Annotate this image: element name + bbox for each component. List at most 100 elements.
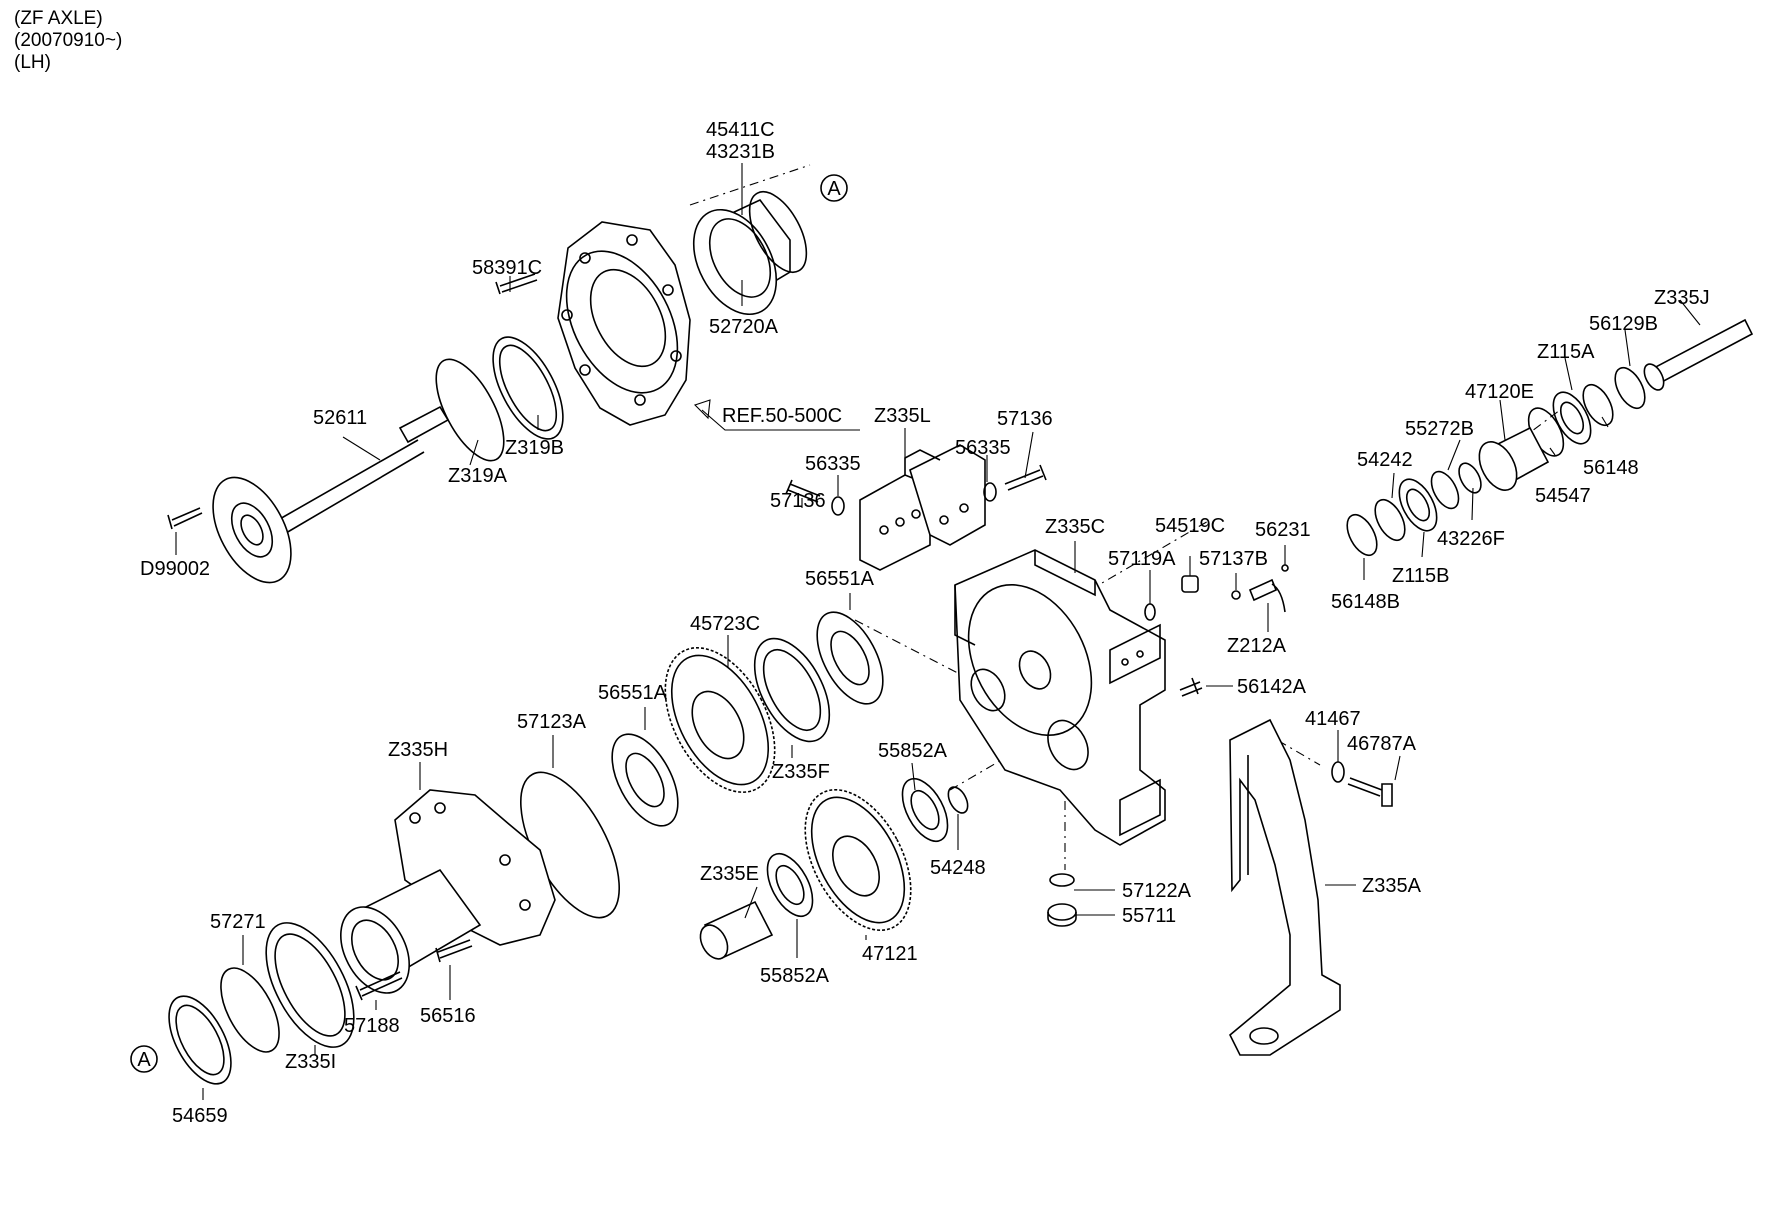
label-z115b: Z115B [1392, 565, 1449, 587]
plug-57119a [1144, 603, 1156, 621]
snap-ring-43226f [1458, 462, 1482, 494]
label-57188: 57188 [344, 1015, 400, 1037]
label-45411c: 45411C [706, 119, 775, 141]
carrier-z335h [340, 789, 556, 994]
header-side: (LH) [14, 52, 51, 73]
label-56148b: 56148B [1331, 591, 1400, 613]
label-56148: 56148 [1583, 457, 1639, 479]
label-d99002: D99002 [140, 558, 210, 580]
breather-54519c [1181, 575, 1199, 593]
label-56551a-upper: 56551A [805, 568, 875, 590]
ring-56148b [1346, 513, 1378, 557]
label-52611: 52611 [313, 407, 367, 429]
label-55852a-upper: 55852A [878, 740, 948, 762]
label-z115a: Z115A [1537, 341, 1595, 363]
label-z335i: Z335I [285, 1051, 336, 1073]
bearing-z115b [1398, 478, 1438, 532]
bearing-56551a-lower [611, 733, 679, 827]
label-55852a-lower: 55852A [760, 965, 830, 987]
wheel-hub [557, 221, 691, 426]
label-57123a: 57123A [517, 711, 587, 733]
label-57136-left: 57136 [770, 490, 826, 512]
label-46787a: 46787A [1347, 733, 1417, 755]
ref-note: REF.50-500C [722, 405, 842, 427]
bolt-d99002 [167, 507, 203, 530]
o-ring-57137b [1231, 590, 1241, 600]
label-z335a: Z335A [1362, 875, 1422, 897]
label-52720a: 52720A [709, 316, 779, 338]
label-45723c: 45723C [690, 613, 760, 635]
plug-55711 [1047, 903, 1077, 927]
bearing-56551a-upper [816, 611, 884, 705]
nut-54659 [168, 995, 232, 1085]
label-z335e: Z335E [700, 863, 759, 885]
reference-marker-bottom: A [130, 1045, 158, 1073]
label-z335c: Z335C [1045, 516, 1105, 538]
washer-54242 [1374, 498, 1406, 542]
label-57119a: 57119A [1108, 548, 1176, 570]
ref-arrow [693, 399, 860, 431]
bolt-46787a [1347, 777, 1393, 807]
ring-57271 [220, 967, 280, 1053]
bolt-56516 [435, 939, 473, 963]
header-date-range: (20070910~) [14, 30, 123, 51]
label-54248: 54248 [930, 857, 986, 879]
label-57136-right: 57136 [997, 408, 1053, 430]
leader-lines [175, 163, 1701, 1100]
housing-z335c [954, 549, 1166, 846]
label-56142a: 56142A [1237, 676, 1307, 698]
seal-ring-z335f [753, 637, 831, 743]
label-z335f: Z335F [772, 761, 830, 783]
bolt-57136-right [1004, 464, 1047, 491]
reference-marker-bottom-label: A [137, 1049, 151, 1071]
snap-ring-54248 [947, 786, 969, 814]
axle-shaft [212, 405, 450, 584]
label-57122a: 57122A [1122, 880, 1192, 902]
steering-arm-z335a [1229, 718, 1341, 1056]
header-axle-type: (ZF AXLE) [14, 8, 103, 29]
label-56335-left: 56335 [805, 453, 861, 475]
label-56231: 56231 [1255, 519, 1311, 541]
reference-marker-top-label: A [827, 178, 841, 200]
label-47121: 47121 [862, 943, 918, 965]
washer-56129b [1614, 366, 1646, 410]
label-54659: 54659 [172, 1105, 228, 1127]
washer-56335-right [983, 482, 997, 502]
label-z319b: Z319B [505, 437, 564, 459]
label-57271: 57271 [210, 911, 266, 933]
splined-hub-47120e [1478, 426, 1550, 491]
washer-55272b [1430, 470, 1460, 510]
bearing-55852a-lower [766, 853, 814, 917]
label-41467: 41467 [1305, 708, 1361, 730]
label-56551a-lower: 56551A [598, 682, 668, 704]
screw-56231 [1281, 564, 1289, 572]
label-z319a: Z319A [448, 465, 508, 487]
o-ring-z319a [435, 358, 505, 462]
label-55272b: 55272B [1405, 418, 1474, 440]
bearing-55852a-upper [901, 778, 949, 842]
seal-z335i [265, 922, 355, 1048]
label-54519c: 54519C [1155, 515, 1225, 537]
bolt-56142a [1179, 677, 1203, 697]
sensor-z212a [1248, 578, 1286, 613]
label-54242: 54242 [1357, 449, 1413, 471]
label-z335l: Z335L [874, 405, 931, 427]
label-z212a: Z212A [1227, 635, 1287, 657]
bolt-58391c [495, 273, 538, 295]
label-z335j: Z335J [1654, 287, 1710, 309]
seal-ring-z319b [492, 336, 564, 440]
washer-56335-left [831, 496, 845, 516]
bolt-57136-left [785, 479, 821, 503]
label-43231b: 43231B [706, 141, 775, 163]
label-57137b: 57137B [1199, 548, 1268, 570]
shaft-z335j [1643, 318, 1754, 391]
bracket-z335l [859, 444, 986, 571]
gear-45723c [664, 647, 776, 793]
label-54547: 54547 [1535, 485, 1591, 507]
label-z335h: Z335H [388, 739, 448, 761]
washer-41467 [1331, 761, 1345, 783]
ring-56148 [1582, 383, 1614, 427]
label-58391c: 58391C [472, 257, 542, 279]
